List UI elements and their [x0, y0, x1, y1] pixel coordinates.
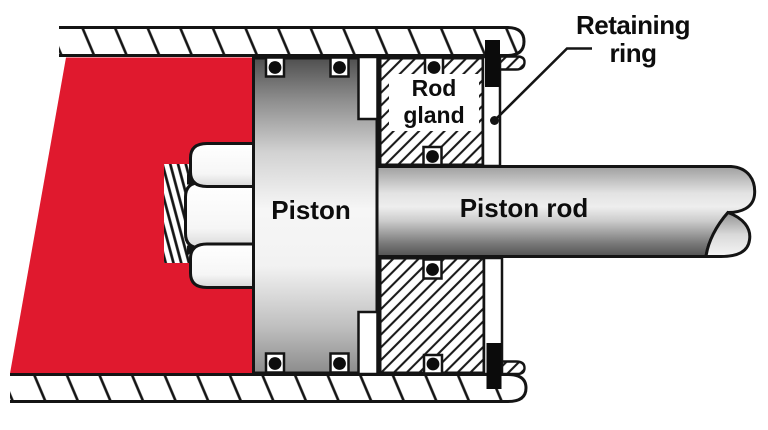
bottom-wall-end-flange	[498, 360, 526, 376]
o-ring-seal	[427, 61, 441, 74]
nut-shadow-wedge-top	[187, 174, 199, 185]
retaining-ring-lower	[486, 343, 502, 389]
rod-gland-label-line1: Rod	[411, 75, 457, 101]
retaining-ring-label: Retaining ring	[543, 11, 723, 67]
o-ring-seal	[268, 357, 282, 370]
cylinder-top-wall	[59, 26, 526, 57]
o-ring-seal	[333, 357, 346, 370]
o-ring-seal	[426, 357, 440, 371]
piston-rod-label: Piston rod	[459, 193, 589, 223]
retaining-ring-upper	[485, 40, 500, 87]
piston-nut	[184, 142, 256, 289]
retaining-ring-label-line1: Retaining	[576, 10, 690, 40]
gland-seals	[422, 56, 445, 375]
o-ring-seal	[426, 263, 439, 276]
nut-shadow-wedge-bottom	[187, 245, 199, 256]
o-ring-seal	[268, 61, 282, 74]
top-wall-end-flange	[498, 55, 526, 71]
piston-step-notch-top	[357, 55, 379, 121]
o-ring-seal	[333, 61, 346, 74]
nut-face-middle	[184, 181, 256, 250]
rod-gland-label-line2: gland	[403, 102, 465, 128]
leader-line	[495, 47, 592, 120]
rod-break-end	[704, 210, 752, 258]
rod-gland-label: Rod gland	[389, 74, 479, 131]
cylinder-bottom-wall	[10, 373, 528, 403]
piston-step-notch-bottom	[357, 310, 379, 376]
nut-face-top	[189, 142, 256, 188]
piston-label: Piston	[271, 195, 351, 225]
nut-face-bottom	[189, 242, 256, 289]
leader-dot	[490, 116, 499, 125]
fluid-chamber	[10, 57, 254, 374]
o-ring-seal	[426, 150, 439, 163]
piston-seals	[264, 56, 350, 374]
retaining-ring-label-line2: ring	[609, 38, 657, 68]
